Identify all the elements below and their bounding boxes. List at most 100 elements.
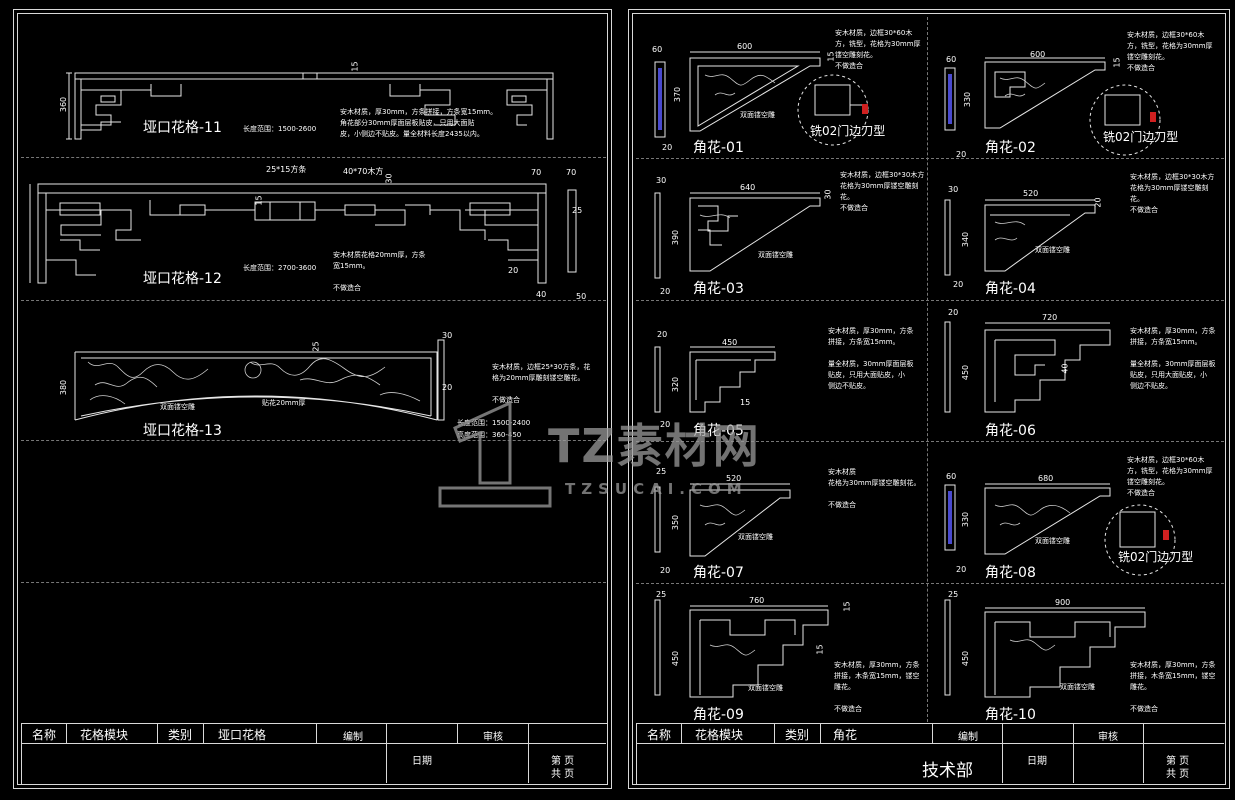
watermark-brand: TZ素材网 xyxy=(548,419,761,473)
tb-col xyxy=(681,723,682,743)
corner-10-top: 25 xyxy=(948,590,959,599)
lattice-11-height-dim: 360 xyxy=(59,96,69,113)
lattice-13-title: 垭口花格-13 xyxy=(143,423,222,439)
lattice-13-note: 安木材质，边框25*30方条，花 格为20mm厚雕刻镂空雕花。 不做造合 xyxy=(492,363,591,404)
lattice-13-dim-a: 25 xyxy=(311,341,321,352)
lattice-11-dim-a: 15 xyxy=(350,61,360,72)
right-row-divider xyxy=(636,300,1224,301)
tb-divider xyxy=(636,743,1224,744)
tb-col xyxy=(316,723,317,743)
tb-divider xyxy=(21,743,606,744)
corner-10-height: 450 xyxy=(961,650,971,667)
corner-08-note: 安木材质，边框30*60木 方，铣型，花格为30mm厚 镂空雕刻花。 不做造合 xyxy=(1127,456,1213,497)
corner-03-height: 390 xyxy=(671,229,681,246)
lattice-12-dim-f: 70 xyxy=(566,168,577,177)
lattice-13-height-dim: 380 xyxy=(59,379,69,396)
corner-08-label: 双面镂空雕 xyxy=(1035,537,1070,545)
lattice-12-dim-i: 40 xyxy=(536,290,547,299)
lattice-12-dim-a: 25*15方条 xyxy=(266,165,307,174)
tb-col xyxy=(66,723,67,743)
corner-07-drawing xyxy=(654,483,791,557)
corner-01-top: 60 xyxy=(652,45,663,54)
tb-col xyxy=(820,723,821,743)
corner-07-height: 350 xyxy=(671,514,681,531)
tb-category-value: 垭口花格 xyxy=(218,728,267,742)
lattice-11-note: 安木材质，厚30mm，方条拼接，方条宽15mm。 角花部分30mm厚面层板贴皮，… xyxy=(340,108,498,138)
tb-col xyxy=(203,723,204,743)
lattice-12-dim-j: 50 xyxy=(576,292,587,301)
corner-04-bottom: 20 xyxy=(953,280,964,289)
corner-03-width: 640 xyxy=(740,183,756,192)
tb-review-label: 审核 xyxy=(483,732,503,743)
lattice-13-label-2: 贴花20mm厚 xyxy=(262,399,306,407)
tb-col xyxy=(386,723,387,783)
corner-09-note: 安木材质，厚30mm，方条 拼接，木条宽15mm，镂空 雕花。 不做造合 xyxy=(834,661,920,713)
corner-04-side: 20 xyxy=(1093,197,1103,208)
corner-04-top: 30 xyxy=(948,185,959,194)
lattice-12-title: 垭口花格-12 xyxy=(143,271,222,287)
lattice-12-drawing xyxy=(29,183,577,284)
lattice-12-dim-e: 70 xyxy=(531,168,542,177)
corner-08-height: 330 xyxy=(961,511,971,528)
tb-col xyxy=(932,723,933,743)
corner-04-drawing xyxy=(944,199,1096,276)
lattice-11-range: 长度范围：1500-2600 xyxy=(243,125,317,133)
corner-07-title: 角花-07 xyxy=(693,565,744,581)
corner-07-bottom: 20 xyxy=(660,566,671,575)
tb-editor-label: 编制 xyxy=(958,732,978,743)
corner-05-side: 15 xyxy=(740,398,751,407)
corner-04-note: 安木材质，边框30*30木方 花格为30mm厚镂空雕刻 花。 不做造合 xyxy=(1130,173,1215,214)
corner-01-note: 安木材质，边框30*60木 方，铣型，花格为30mm厚 镂空雕刻花。 不做造合 xyxy=(835,29,921,70)
corner-08-bottom: 20 xyxy=(956,565,967,574)
tb-total-label: 共 页 xyxy=(551,769,575,780)
corner-02-drawing xyxy=(944,57,1161,156)
tb-name-value: 花格模块 xyxy=(80,728,129,742)
lattice-13-range: 长度范围：1500-2400 xyxy=(457,419,531,427)
corner-02-side: 15 xyxy=(1112,57,1122,68)
tb-col xyxy=(157,723,158,743)
right-row-divider xyxy=(636,158,1224,159)
corner-05-height: 320 xyxy=(671,376,681,393)
corner-01-height: 370 xyxy=(673,86,683,103)
corner-02-top: 60 xyxy=(946,55,957,64)
corner-01-label: 双面镂空雕 xyxy=(740,111,775,119)
corner-03-top: 30 xyxy=(656,176,667,185)
tb-total-label: 共 页 xyxy=(1166,769,1190,780)
lattice-12-range: 长度范围：2700-3600 xyxy=(243,264,317,272)
tb-name-label: 名称 xyxy=(647,728,672,742)
corner-09-title: 角花-09 xyxy=(693,707,744,723)
tb-col xyxy=(1143,723,1144,783)
corner-06-drawing xyxy=(944,321,1111,413)
corner-09-label: 双面镂空雕 xyxy=(748,684,783,692)
tb-col xyxy=(1073,723,1074,783)
lattice-12-dim-h: 20 xyxy=(508,266,519,275)
corner-05-width: 450 xyxy=(722,338,738,347)
lattice-13-dim-b: 30 xyxy=(442,331,453,340)
corner-06-width: 720 xyxy=(1042,313,1058,322)
corner-01-width: 600 xyxy=(737,42,753,51)
tb-editor-label: 编制 xyxy=(343,732,363,743)
tb-name-value: 花格模块 xyxy=(695,728,744,742)
tb-date-label: 日期 xyxy=(1027,756,1047,767)
lattice-11-title: 垭口花格-11 xyxy=(143,120,222,136)
tb-page-label: 第 页 xyxy=(551,756,575,767)
corner-06-note: 安木材质，厚30mm，方条 拼接，方条宽15mm。 量全材质，30mm厚面层板 … xyxy=(1130,327,1216,390)
tb-col xyxy=(1002,723,1003,783)
corner-02-height: 330 xyxy=(963,91,973,108)
corner-02-note: 安木材质，边框30*60木 方，铣型，花格为30mm厚 镂空雕刻花。 不做造合 xyxy=(1127,31,1213,72)
tb-name-label: 名称 xyxy=(32,728,57,742)
corner-03-drawing xyxy=(654,192,821,279)
corner-09-width: 760 xyxy=(749,596,765,605)
tb-col xyxy=(528,723,529,783)
left-row-divider xyxy=(21,300,606,301)
tb-page-label: 第 页 xyxy=(1166,756,1190,767)
corner-10-label: 双面镂空雕 xyxy=(1060,683,1095,691)
right-row-divider xyxy=(636,441,1224,442)
corner-07-width: 520 xyxy=(726,474,742,483)
corner-03-title: 角花-03 xyxy=(693,281,744,297)
corner-05-bottom: 20 xyxy=(660,420,671,429)
corner-07-note: 安木材质 花格为30mm厚镂空雕刻花。 不做造合 xyxy=(828,468,921,509)
corner-08-width: 680 xyxy=(1038,474,1054,483)
corner-04-label: 双面镂空雕 xyxy=(1035,246,1070,254)
